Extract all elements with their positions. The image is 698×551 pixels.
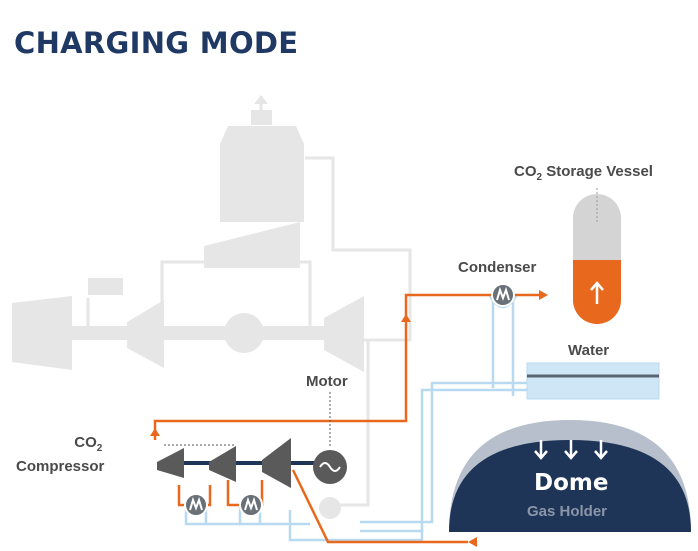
motor-label: Motor <box>306 373 348 390</box>
dome-label: Dome <box>534 470 609 496</box>
motor-icon <box>313 450 347 484</box>
co2-storage-vessel-label: CO2 Storage Vessel <box>514 163 653 183</box>
condenser-label: Condenser <box>458 259 537 276</box>
water-label: Water <box>568 342 610 359</box>
dome-gas-holder <box>449 420 691 532</box>
page-title: CHARGING MODE <box>14 26 299 60</box>
inactive-machinery <box>12 95 412 519</box>
down-arrow-icon <box>534 440 608 460</box>
heat-exchanger-icon <box>184 283 515 517</box>
water-tank <box>526 362 660 400</box>
up-arrow-icon <box>590 281 604 304</box>
co2-storage-vessel <box>573 188 621 324</box>
flow-arrowheads <box>150 290 548 547</box>
co2-compressor-label: CO2 Compressor <box>16 434 104 476</box>
gas-holder-label: Gas Holder <box>527 503 608 520</box>
co2-compressor <box>157 392 331 488</box>
co2-compressor-label-line1: CO2 <box>74 434 103 454</box>
co2-compressor-label-line2: Compressor <box>16 458 105 475</box>
